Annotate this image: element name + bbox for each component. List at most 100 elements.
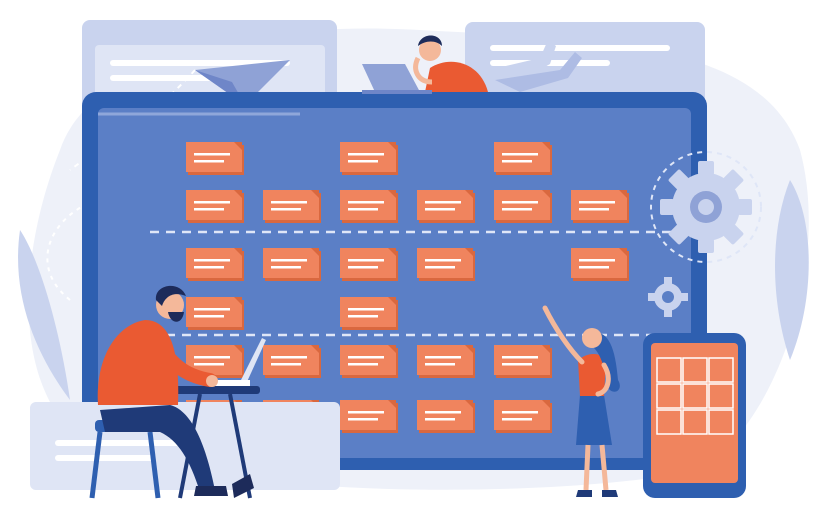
- task-card[interactable]: [340, 345, 398, 378]
- task-card[interactable]: [417, 248, 475, 281]
- task-card-line: [271, 201, 307, 204]
- task-card[interactable]: [417, 400, 475, 433]
- task-card-line: [348, 363, 378, 366]
- task-card-line: [425, 418, 455, 421]
- task-card-line: [348, 411, 384, 414]
- task-card-line: [348, 266, 378, 269]
- task-card-fold: [465, 400, 473, 408]
- task-card-line: [348, 160, 378, 163]
- task-card[interactable]: [263, 190, 321, 223]
- task-card[interactable]: [186, 297, 244, 330]
- task-card-line: [348, 153, 384, 156]
- task-card[interactable]: [571, 190, 629, 223]
- beard: [168, 312, 184, 322]
- task-card[interactable]: [571, 248, 629, 281]
- task-card-body: [340, 297, 396, 327]
- task-card-line: [348, 201, 384, 204]
- shoe: [602, 490, 618, 497]
- task-card-line: [271, 363, 301, 366]
- task-card-line: [271, 266, 301, 269]
- task-card-body: [263, 345, 319, 375]
- task-card[interactable]: [340, 297, 398, 330]
- task-card[interactable]: [340, 248, 398, 281]
- legs: [495, 52, 582, 92]
- task-card[interactable]: [494, 345, 552, 378]
- task-card-body: [186, 142, 242, 172]
- task-card[interactable]: [340, 142, 398, 175]
- kanban-board: [82, 92, 707, 470]
- task-card-body: [494, 190, 550, 220]
- torso: [578, 354, 606, 396]
- table-top: [175, 386, 260, 394]
- task-card-fold: [388, 345, 396, 353]
- laptop-icon: [205, 338, 266, 386]
- task-card-fold: [311, 190, 319, 198]
- task-card-line: [579, 266, 609, 269]
- task-card-fold: [542, 142, 550, 150]
- task-card[interactable]: [494, 190, 552, 223]
- skirt: [576, 395, 612, 445]
- task-card-body: [340, 142, 396, 172]
- tablet-cell: [682, 383, 708, 409]
- task-card[interactable]: [186, 190, 244, 223]
- person-lying-on-board: [362, 35, 582, 94]
- task-card[interactable]: [263, 248, 321, 281]
- task-card-body: [417, 400, 473, 430]
- gear-icon: [650, 151, 762, 263]
- task-card-body: [417, 345, 473, 375]
- task-card-fold: [465, 345, 473, 353]
- task-card[interactable]: [494, 142, 552, 175]
- task-card-body: [494, 345, 550, 375]
- task-card-line: [502, 160, 532, 163]
- task-card-body: [186, 248, 242, 278]
- task-card-body: [494, 142, 550, 172]
- hair: [418, 35, 442, 46]
- task-card-fold: [234, 345, 242, 353]
- task-card-line: [425, 363, 455, 366]
- tablet-cell: [656, 409, 682, 435]
- tablet-grid: [656, 357, 734, 435]
- back-panel-line: [490, 45, 670, 51]
- task-card-line: [502, 411, 538, 414]
- task-card-line: [502, 153, 538, 156]
- task-card-body: [340, 248, 396, 278]
- task-card-body: [186, 297, 242, 327]
- task-card[interactable]: [417, 345, 475, 378]
- task-card-fold: [542, 400, 550, 408]
- task-card[interactable]: [494, 400, 552, 433]
- stool-leg: [89, 431, 103, 499]
- task-card-fold: [388, 190, 396, 198]
- shoe: [194, 486, 228, 496]
- task-card[interactable]: [263, 345, 321, 378]
- task-card-line: [194, 259, 230, 262]
- tablet-cell: [656, 357, 682, 383]
- leg: [599, 444, 609, 491]
- task-card-fold: [388, 297, 396, 305]
- tablet-cell: [682, 409, 708, 435]
- task-card-body: [340, 190, 396, 220]
- task-card[interactable]: [340, 190, 398, 223]
- task-card-fold: [542, 190, 550, 198]
- task-card-fold: [619, 248, 627, 256]
- task-card-line: [579, 201, 615, 204]
- tablet-cell: [656, 383, 682, 409]
- back-panel-line: [110, 60, 290, 66]
- task-card-line: [502, 363, 532, 366]
- task-card[interactable]: [340, 400, 398, 433]
- task-card-body: [263, 248, 319, 278]
- task-card-line: [194, 153, 230, 156]
- tablet-cell: [682, 357, 708, 383]
- task-card[interactable]: [186, 142, 244, 175]
- task-card[interactable]: [186, 248, 244, 281]
- task-card-fold: [465, 248, 473, 256]
- task-card[interactable]: [417, 190, 475, 223]
- task-card-line: [425, 201, 461, 204]
- task-card-body: [340, 400, 396, 430]
- task-card-fold: [542, 345, 550, 353]
- leaf-left: [18, 230, 70, 400]
- head: [419, 39, 441, 61]
- arm: [542, 305, 585, 365]
- task-card-body: [494, 400, 550, 430]
- task-card-line: [194, 308, 230, 311]
- task-card-line: [271, 208, 301, 211]
